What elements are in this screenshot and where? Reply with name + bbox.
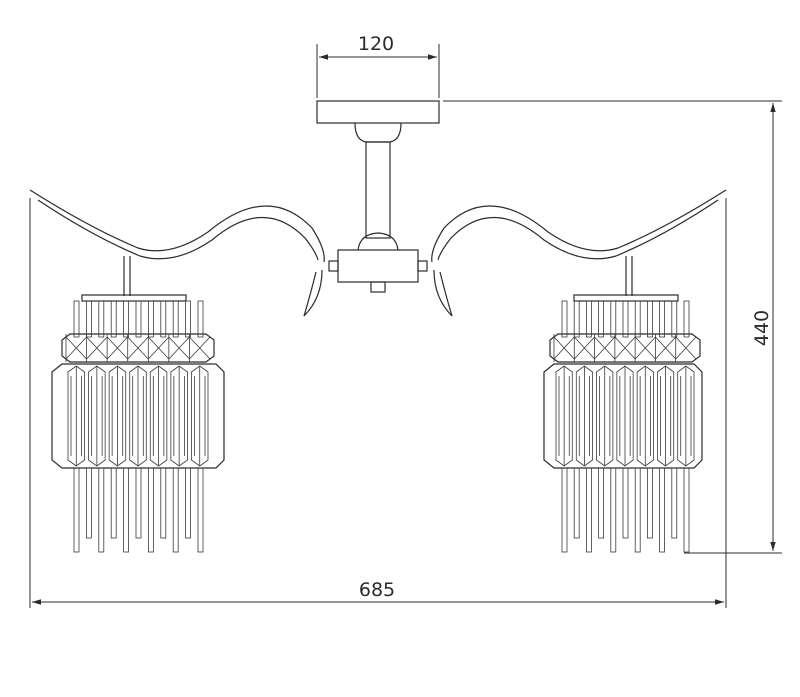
dimension-top-width: 120 [316,33,440,98]
ceiling-mount [316,100,440,251]
dimension-height: 440 [443,100,782,554]
right-arm [431,189,727,317]
dimension-label-top-width: 120 [358,33,394,55]
central-hub [328,249,428,293]
dimension-label-height: 440 [751,310,773,346]
dimension-overall-width: 685 [29,198,727,608]
dimension-label-overall-width: 685 [359,579,395,601]
right-crystal-shade [543,256,703,553]
left-crystal-shade [51,256,225,553]
left-arm [29,189,325,317]
